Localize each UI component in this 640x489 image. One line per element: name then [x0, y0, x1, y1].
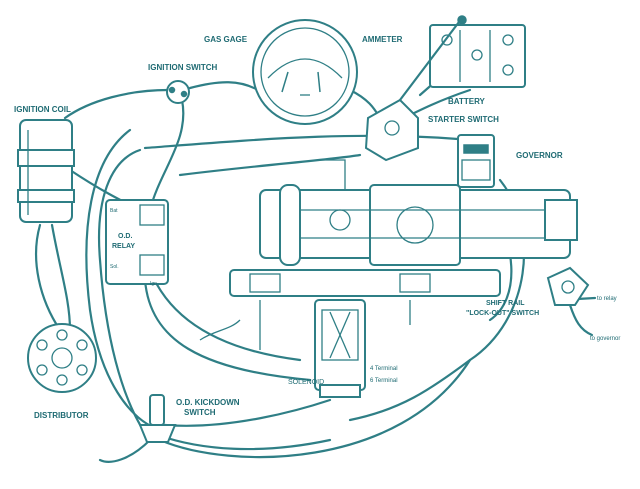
label-ammeter: AMMETER	[362, 35, 403, 44]
od-relay: O.D. RELAY Bat Sol. Ign.	[105, 199, 169, 287]
lockout-switch: SHIFT RAIL "LOCK-OUT" SWITCH to relay to…	[466, 266, 620, 342]
label-od-relay-1: O.D.	[118, 233, 132, 240]
label-governor: GOVERNOR	[516, 151, 563, 160]
ignition-coil: IGNITION COIL	[14, 105, 75, 223]
label-relay-bat: Bat	[110, 208, 118, 214]
battery: BATTERY	[429, 24, 526, 106]
label-relay-sol: Sol.	[110, 264, 119, 270]
label-starter-switch: STARTER SWITCH	[428, 115, 499, 124]
solenoid: SOLENOID 4 Terminal 6 Terminal	[288, 299, 398, 398]
label-battery: BATTERY	[448, 97, 486, 106]
label-solenoid: SOLENOID	[288, 379, 324, 386]
label-kickdown-2: SWITCH	[184, 408, 216, 417]
kickdown-switch: O.D. KICKDOWN SWITCH	[138, 394, 240, 443]
label-terminal-6: 6 Terminal	[370, 378, 398, 384]
label-relay-ign: Ign.	[150, 281, 158, 287]
ignition-switch: IGNITION SWITCH	[148, 63, 218, 104]
starter-switch: STARTER SWITCH	[364, 15, 499, 162]
label-od-relay-2: RELAY	[112, 243, 135, 250]
label-to-relay: to relay	[597, 296, 617, 302]
label-distributor: DISTRIBUTOR	[34, 411, 89, 420]
gauge-cluster: GAS GAGE AMMETER	[204, 19, 403, 125]
transmission-assembly	[199, 159, 578, 350]
label-to-governor: to governor	[590, 336, 620, 342]
label-kickdown-1: O.D. KICKDOWN	[176, 398, 240, 407]
governor: GOVERNOR	[457, 134, 563, 188]
label-terminal-4: 4 Terminal	[370, 366, 398, 372]
label-ignition-switch: IGNITION SWITCH	[148, 63, 218, 72]
label-gas-gage: GAS GAGE	[204, 35, 248, 44]
distributor: DISTRIBUTOR	[27, 323, 97, 420]
label-ignition-coil: IGNITION COIL	[14, 105, 71, 114]
label-lockout-switch: "LOCK-OUT" SWITCH	[466, 310, 539, 317]
label-shift-rail: SHIFT RAIL	[486, 300, 525, 307]
